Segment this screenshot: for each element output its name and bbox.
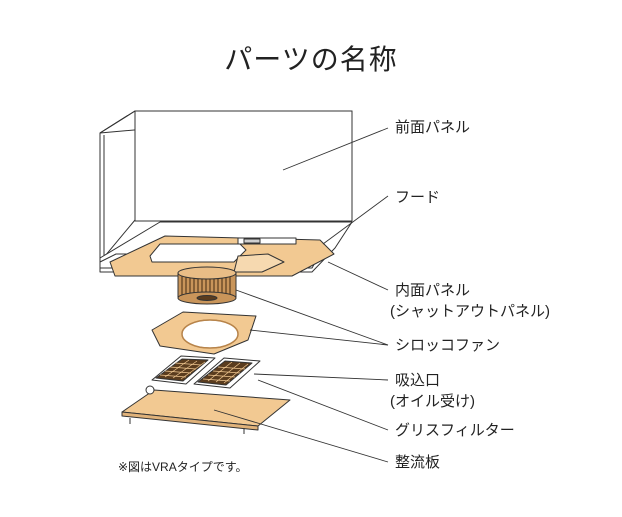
rectifier-plate-shape	[121, 385, 291, 434]
intake-shape	[151, 355, 261, 389]
label-inner-panel-sub: (シャットアウトパネル)	[390, 303, 550, 320]
page-title: パーツの名称	[224, 43, 398, 76]
label-intake: 吸込口	[395, 372, 441, 389]
orifice-plate-shape	[151, 311, 257, 355]
sirocco-fan-shape	[177, 266, 237, 305]
label-grease-filter: グリスフィルター	[395, 422, 515, 439]
label-hood: フード	[395, 189, 441, 206]
label-intake-sub: (オイル受け)	[390, 393, 475, 410]
label-inner-panel: 内面パネル	[395, 282, 471, 299]
label-rectifier-plate: 整流板	[395, 454, 441, 471]
label-front-panel: 前面パネル	[395, 119, 471, 136]
label-sirocco-fan: シロッコファン	[395, 337, 501, 354]
leader-lines	[213, 127, 389, 463]
inner-panel-shape	[109, 235, 335, 277]
footnote: ※図はVRAタイプです。	[118, 460, 248, 474]
